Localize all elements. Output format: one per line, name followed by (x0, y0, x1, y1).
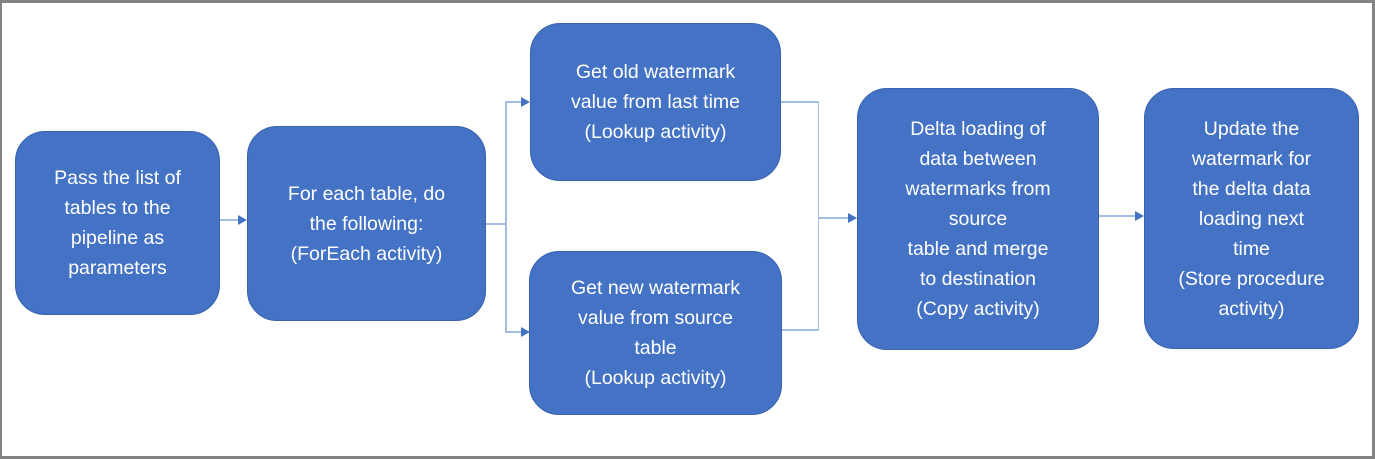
node-pass-list: Pass the list of tables to the pipeline … (15, 131, 220, 315)
connector-fork-old-watermark (505, 101, 522, 103)
node-delta-load: Delta loading of data between watermarks… (857, 88, 1099, 350)
connector-merge-delta-load (818, 217, 849, 219)
connector-fork-new-watermark (505, 331, 522, 333)
node-old-watermark: Get old watermark value from last time (… (530, 23, 781, 181)
node-new-watermark: Get new watermark value from source tabl… (529, 251, 782, 415)
connector-merge-vertical (817, 101, 820, 330)
connector-fork-vertical (505, 101, 507, 332)
arrowhead-into-new-watermark-icon (521, 327, 530, 337)
connector-new-watermark-merge (782, 329, 819, 331)
connector-delta-update (1099, 215, 1136, 217)
arrowhead-into-delta-load-icon (848, 213, 857, 223)
connector-foreach-fork (486, 223, 506, 225)
connector-old-watermark-merge (781, 101, 819, 103)
arrowhead-into-foreach-icon (238, 215, 247, 225)
node-update-watermark: Update the watermark for the delta data … (1144, 88, 1359, 349)
arrowhead-into-old-watermark-icon (521, 97, 530, 107)
arrowhead-into-update-watermark-icon (1135, 211, 1144, 221)
node-foreach: For each table, do the following: (ForEa… (247, 126, 486, 321)
connector-passlist-foreach (220, 219, 240, 221)
